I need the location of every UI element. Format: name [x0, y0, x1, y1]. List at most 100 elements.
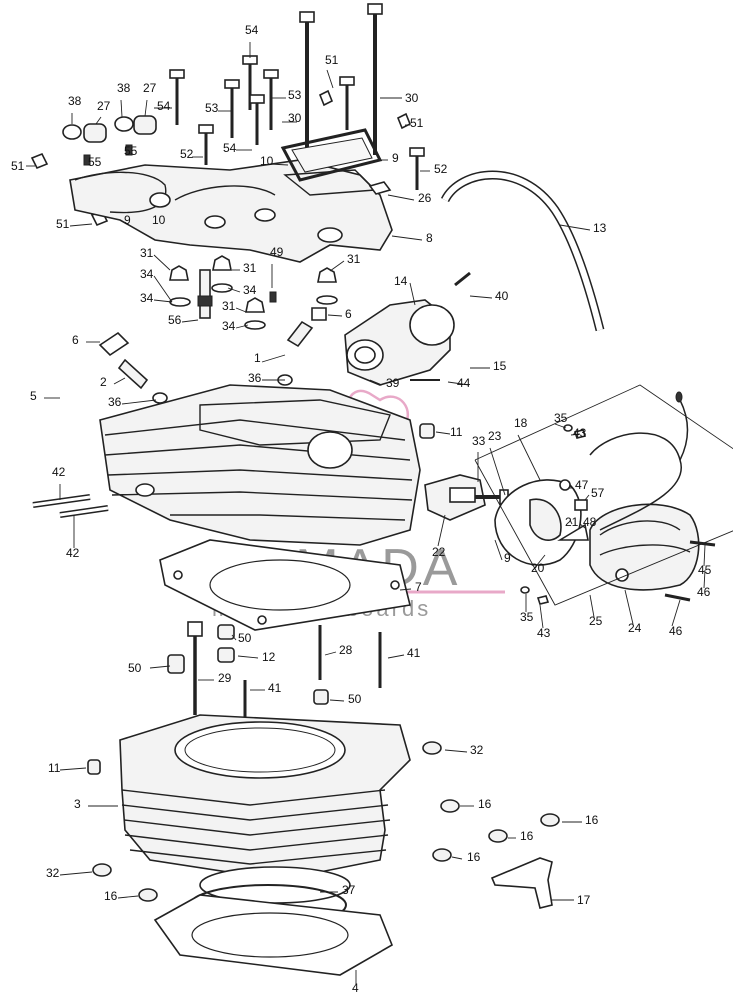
callout-number: 55 [124, 144, 138, 158]
leader-line [144, 99, 148, 117]
leader-line [447, 381, 470, 386]
callout-number: 51 [325, 53, 339, 67]
callout-number: 14 [394, 274, 408, 288]
leader-line [95, 116, 102, 125]
callout-number: 54 [223, 141, 237, 155]
callout-number: 15 [493, 359, 507, 373]
callout-number: 29 [218, 671, 232, 685]
callout-number: 53 [288, 88, 302, 102]
callout-number: 16 [478, 797, 492, 811]
callout-number: 38 [117, 81, 131, 95]
callout-number: 13 [593, 221, 607, 235]
leader-line [326, 69, 334, 89]
callout-number: 51 [11, 159, 25, 173]
leader-line [489, 447, 506, 496]
hex-nuts [92, 741, 560, 902]
leader-line [624, 589, 634, 625]
leader-line [369, 379, 383, 386]
leader-line [329, 699, 345, 702]
head-gasket [159, 539, 411, 631]
callout-number: 38 [68, 94, 82, 108]
cylinder-head [99, 384, 421, 546]
leader-line [149, 665, 171, 669]
cylinder-block [119, 714, 411, 904]
callout-number: 25 [589, 614, 603, 628]
callout-number: 9 [124, 213, 131, 227]
leader-line [671, 599, 681, 627]
leader-line [59, 871, 93, 876]
cylinder-head-cover [69, 159, 393, 263]
leader-line [391, 235, 423, 241]
callout-number: 21 [565, 515, 579, 529]
leader-line [235, 307, 247, 313]
leader-line [269, 163, 289, 166]
callout-number: 20 [531, 561, 545, 575]
leader-line [539, 604, 544, 629]
callout-number: 41 [407, 646, 421, 660]
callout-number: 16 [585, 813, 599, 827]
callout-number: 9 [504, 551, 511, 565]
callout-number: 50 [348, 692, 362, 706]
callout-number: 16 [467, 850, 481, 864]
point-cover [589, 391, 700, 591]
leader-line [327, 314, 343, 317]
callout-number: 33 [472, 434, 486, 448]
callout-number: 52 [180, 147, 194, 161]
leader-line [117, 895, 139, 899]
callout-number: 35 [554, 411, 568, 425]
callout-number: 16 [104, 889, 118, 903]
callout-number: 24 [628, 621, 642, 635]
callout-number: 43 [573, 426, 587, 440]
leader-line [569, 519, 573, 525]
callout-number: 22 [432, 545, 446, 559]
leader-line [584, 494, 590, 501]
callout-number: 32 [470, 743, 484, 757]
callout-number: 37 [342, 883, 356, 897]
callout-number: 9 [392, 151, 399, 165]
leader-line [261, 354, 286, 363]
leader-line [329, 260, 345, 272]
callout-number: 49 [270, 245, 284, 259]
base-gasket [153, 894, 394, 976]
callout-number: 5 [30, 389, 37, 403]
leader-line [559, 224, 591, 231]
leader-line [324, 651, 337, 656]
leader-line [435, 431, 451, 435]
leader-line [235, 324, 249, 329]
leader-line [387, 194, 415, 201]
callout-number: 8 [426, 231, 433, 245]
callout-number: 6 [72, 333, 79, 347]
callout-number: 26 [418, 191, 432, 205]
leader-line [444, 749, 468, 753]
leader-line [469, 295, 493, 299]
leader-line [153, 275, 173, 303]
callout-number: 44 [457, 376, 471, 390]
callout-number: 7 [415, 580, 422, 594]
callout-number: 30 [288, 111, 302, 125]
leader-line [579, 523, 586, 529]
leader-line [113, 377, 126, 385]
callout-number: 46 [697, 585, 711, 599]
leader-line [451, 856, 463, 860]
callout-number: 31 [222, 299, 236, 313]
thermostat-housing [344, 271, 471, 386]
leader-line [589, 594, 595, 618]
callout-number: 53 [205, 101, 219, 115]
callout-number: 10 [260, 154, 274, 168]
leader-line [554, 423, 567, 429]
callout-number: 54 [245, 23, 259, 37]
callout-number: 1 [254, 351, 261, 365]
leader-line [494, 539, 503, 561]
callout-number: 47 [575, 478, 589, 492]
callout-number: 51 [410, 116, 424, 130]
callout-number: 4 [352, 981, 359, 995]
callout-number: 11 [48, 761, 61, 775]
leader-line [570, 433, 581, 436]
leader-line [59, 767, 87, 771]
callout-number: 3 [74, 797, 81, 811]
callout-number: 12 [262, 650, 276, 664]
callout-number: 39 [386, 376, 400, 390]
callout-number: 35 [520, 610, 534, 624]
